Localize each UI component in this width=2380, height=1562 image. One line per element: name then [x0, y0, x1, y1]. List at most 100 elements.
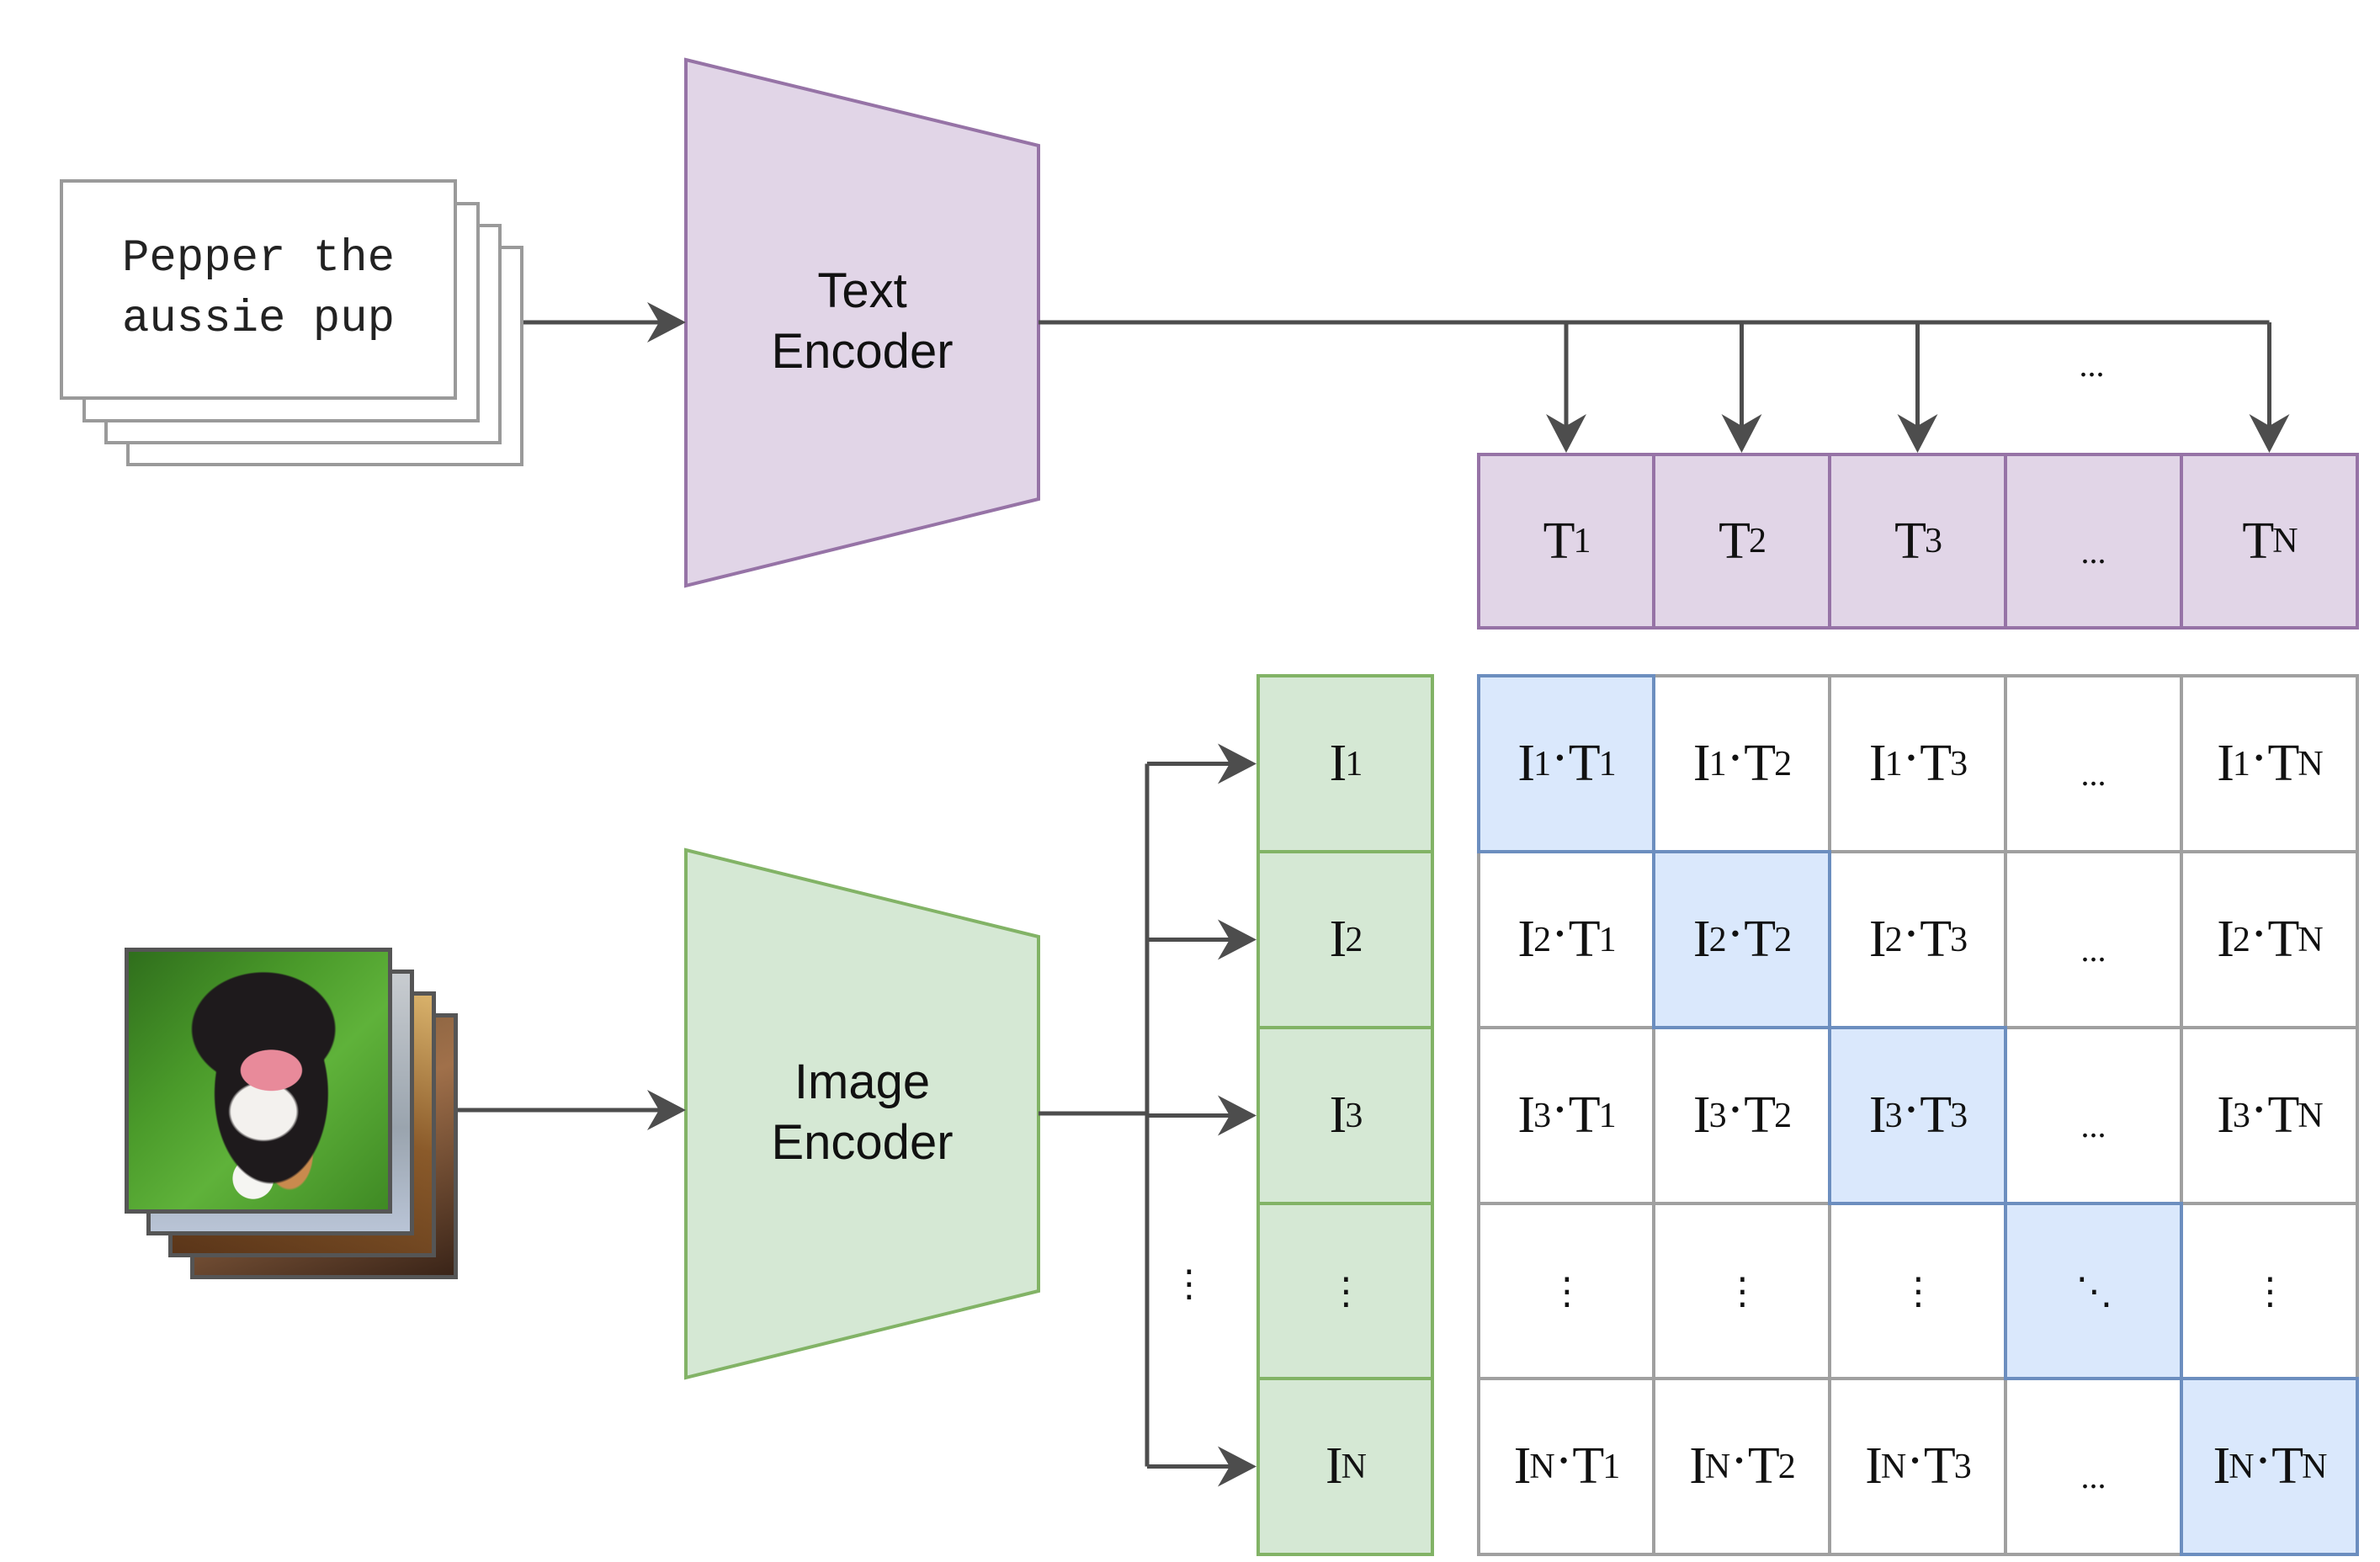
vertical-ellipsis: ⋮: [1327, 1269, 1365, 1313]
image-symbol: I: [1868, 1086, 1887, 1144]
image-symbol: I: [1517, 735, 1535, 792]
embedding-symbol: I: [1329, 735, 1347, 792]
dot-product-operator: ·: [1726, 730, 1745, 787]
image-embedding-arrow-1-arrowhead-icon: [1218, 919, 1256, 960]
text-symbol: T: [1920, 1086, 1952, 1144]
embedding-symbol: I: [1325, 1437, 1343, 1495]
image-symbol: I: [1692, 1086, 1711, 1144]
image-to-encoder-arrow-arrowhead-icon: [647, 1090, 686, 1130]
text-symbol: T: [2267, 1086, 2300, 1144]
image-symbol: I: [2217, 735, 2234, 792]
dot-product-operator: ·: [2250, 730, 2268, 787]
vertical-ellipsis: ⋮: [1724, 1269, 1761, 1313]
image-symbol: I: [1868, 911, 1887, 968]
text-encoder-label: Text Encoder: [771, 263, 954, 379]
dot-product-operator: ·: [1551, 730, 1569, 787]
embedding-symbol: I: [1329, 1086, 1347, 1144]
diagonal-ellipsis: ⋱: [2075, 1269, 2113, 1313]
dot-product-operator: ·: [1902, 906, 1920, 963]
image-symbol: I: [1692, 911, 1711, 968]
matrix-cell: ⋮: [1477, 1202, 1655, 1380]
text-encoder-shape: [684, 57, 1040, 588]
matrix-cell: ...: [2004, 674, 2183, 853]
image-symbol: I: [2217, 911, 2234, 968]
image-symbol: I: [1868, 735, 1887, 792]
text-embedding-arrow-2-arrowhead-icon: [1897, 414, 1938, 453]
text-symbol: T: [1568, 735, 1601, 792]
image-encoder-label: Image Encoder: [771, 1055, 954, 1170]
ellipsis: ...: [2080, 931, 2106, 969]
image-symbol: I: [1517, 1086, 1535, 1144]
image-symbol: I: [2213, 1437, 2231, 1495]
text-symbol: T: [1920, 911, 1952, 968]
ellipsis: ...: [2080, 755, 2106, 793]
image-arrows-vdots: ⋮: [1171, 1262, 1208, 1305]
image-embedding-cell: ⋮: [1256, 1202, 1434, 1380]
ellipsis: ...: [2080, 1107, 2106, 1145]
dot-product-operator: ·: [1902, 1081, 1920, 1139]
dot-product-operator: ·: [2250, 1081, 2268, 1139]
arrows: [457, 302, 2290, 1487]
dot-product-operator: ·: [1551, 906, 1569, 963]
embedding-symbol: I: [1329, 911, 1347, 968]
image-embedding-arrow-0-arrowhead-icon: [1218, 743, 1256, 784]
image-symbol: I: [1513, 1437, 1532, 1495]
dot-product-operator: ·: [1902, 730, 1920, 787]
dot-product-operator: ·: [2250, 906, 2268, 963]
text-symbol: T: [1747, 1437, 1780, 1495]
text-symbol: T: [1744, 911, 1776, 968]
ellipsis: ...: [2080, 532, 2106, 571]
dot-product-operator: ·: [1726, 1081, 1745, 1139]
embedding-symbol: T: [1894, 512, 1926, 570]
vertical-ellipsis: ⋮: [2251, 1269, 2289, 1313]
image-embedding-arrow-3-arrowhead-icon: [1218, 1446, 1256, 1487]
image-symbol: I: [2217, 1086, 2234, 1144]
text-symbol: T: [1923, 1437, 1956, 1495]
matrix-cell: ...: [2004, 850, 2183, 1029]
image-symbol: I: [1689, 1437, 1707, 1495]
text-embedding-cell: ...: [2004, 453, 2183, 630]
text-arrows-ellipsis: ...: [2079, 346, 2105, 384]
text-symbol: T: [1744, 735, 1776, 792]
puppy-photo: [125, 948, 392, 1214]
image-embedding-arrow-2-arrowhead-icon: [1218, 1095, 1256, 1136]
text-symbol: T: [1568, 1086, 1601, 1144]
matrix-cell: ⋮: [1652, 1202, 1831, 1380]
text-symbol: T: [2267, 911, 2300, 968]
text-symbol: T: [2271, 1437, 2303, 1495]
matrix-cell: ...: [2004, 1026, 2183, 1205]
text-to-encoder-arrow-arrowhead-icon: [647, 302, 686, 343]
text-symbol: T: [1744, 1086, 1776, 1144]
matrix-cell-diagonal: ⋱: [2004, 1202, 2183, 1380]
embedding-symbol: T: [1543, 512, 1575, 570]
matrix-cell: ...: [2004, 1377, 2183, 1556]
text-embedding-arrow-0-arrowhead-icon: [1546, 414, 1586, 453]
image-encoder-shape: [684, 847, 1040, 1380]
text-symbol: T: [1572, 1437, 1604, 1495]
text-symbol: T: [2267, 735, 2300, 792]
caption-text: Pepper the aussie pup: [121, 233, 396, 345]
text-embedding-arrow-1-arrowhead-icon: [1721, 414, 1762, 453]
text-symbol: T: [1568, 911, 1601, 968]
dot-product-operator: ·: [1726, 906, 1745, 963]
